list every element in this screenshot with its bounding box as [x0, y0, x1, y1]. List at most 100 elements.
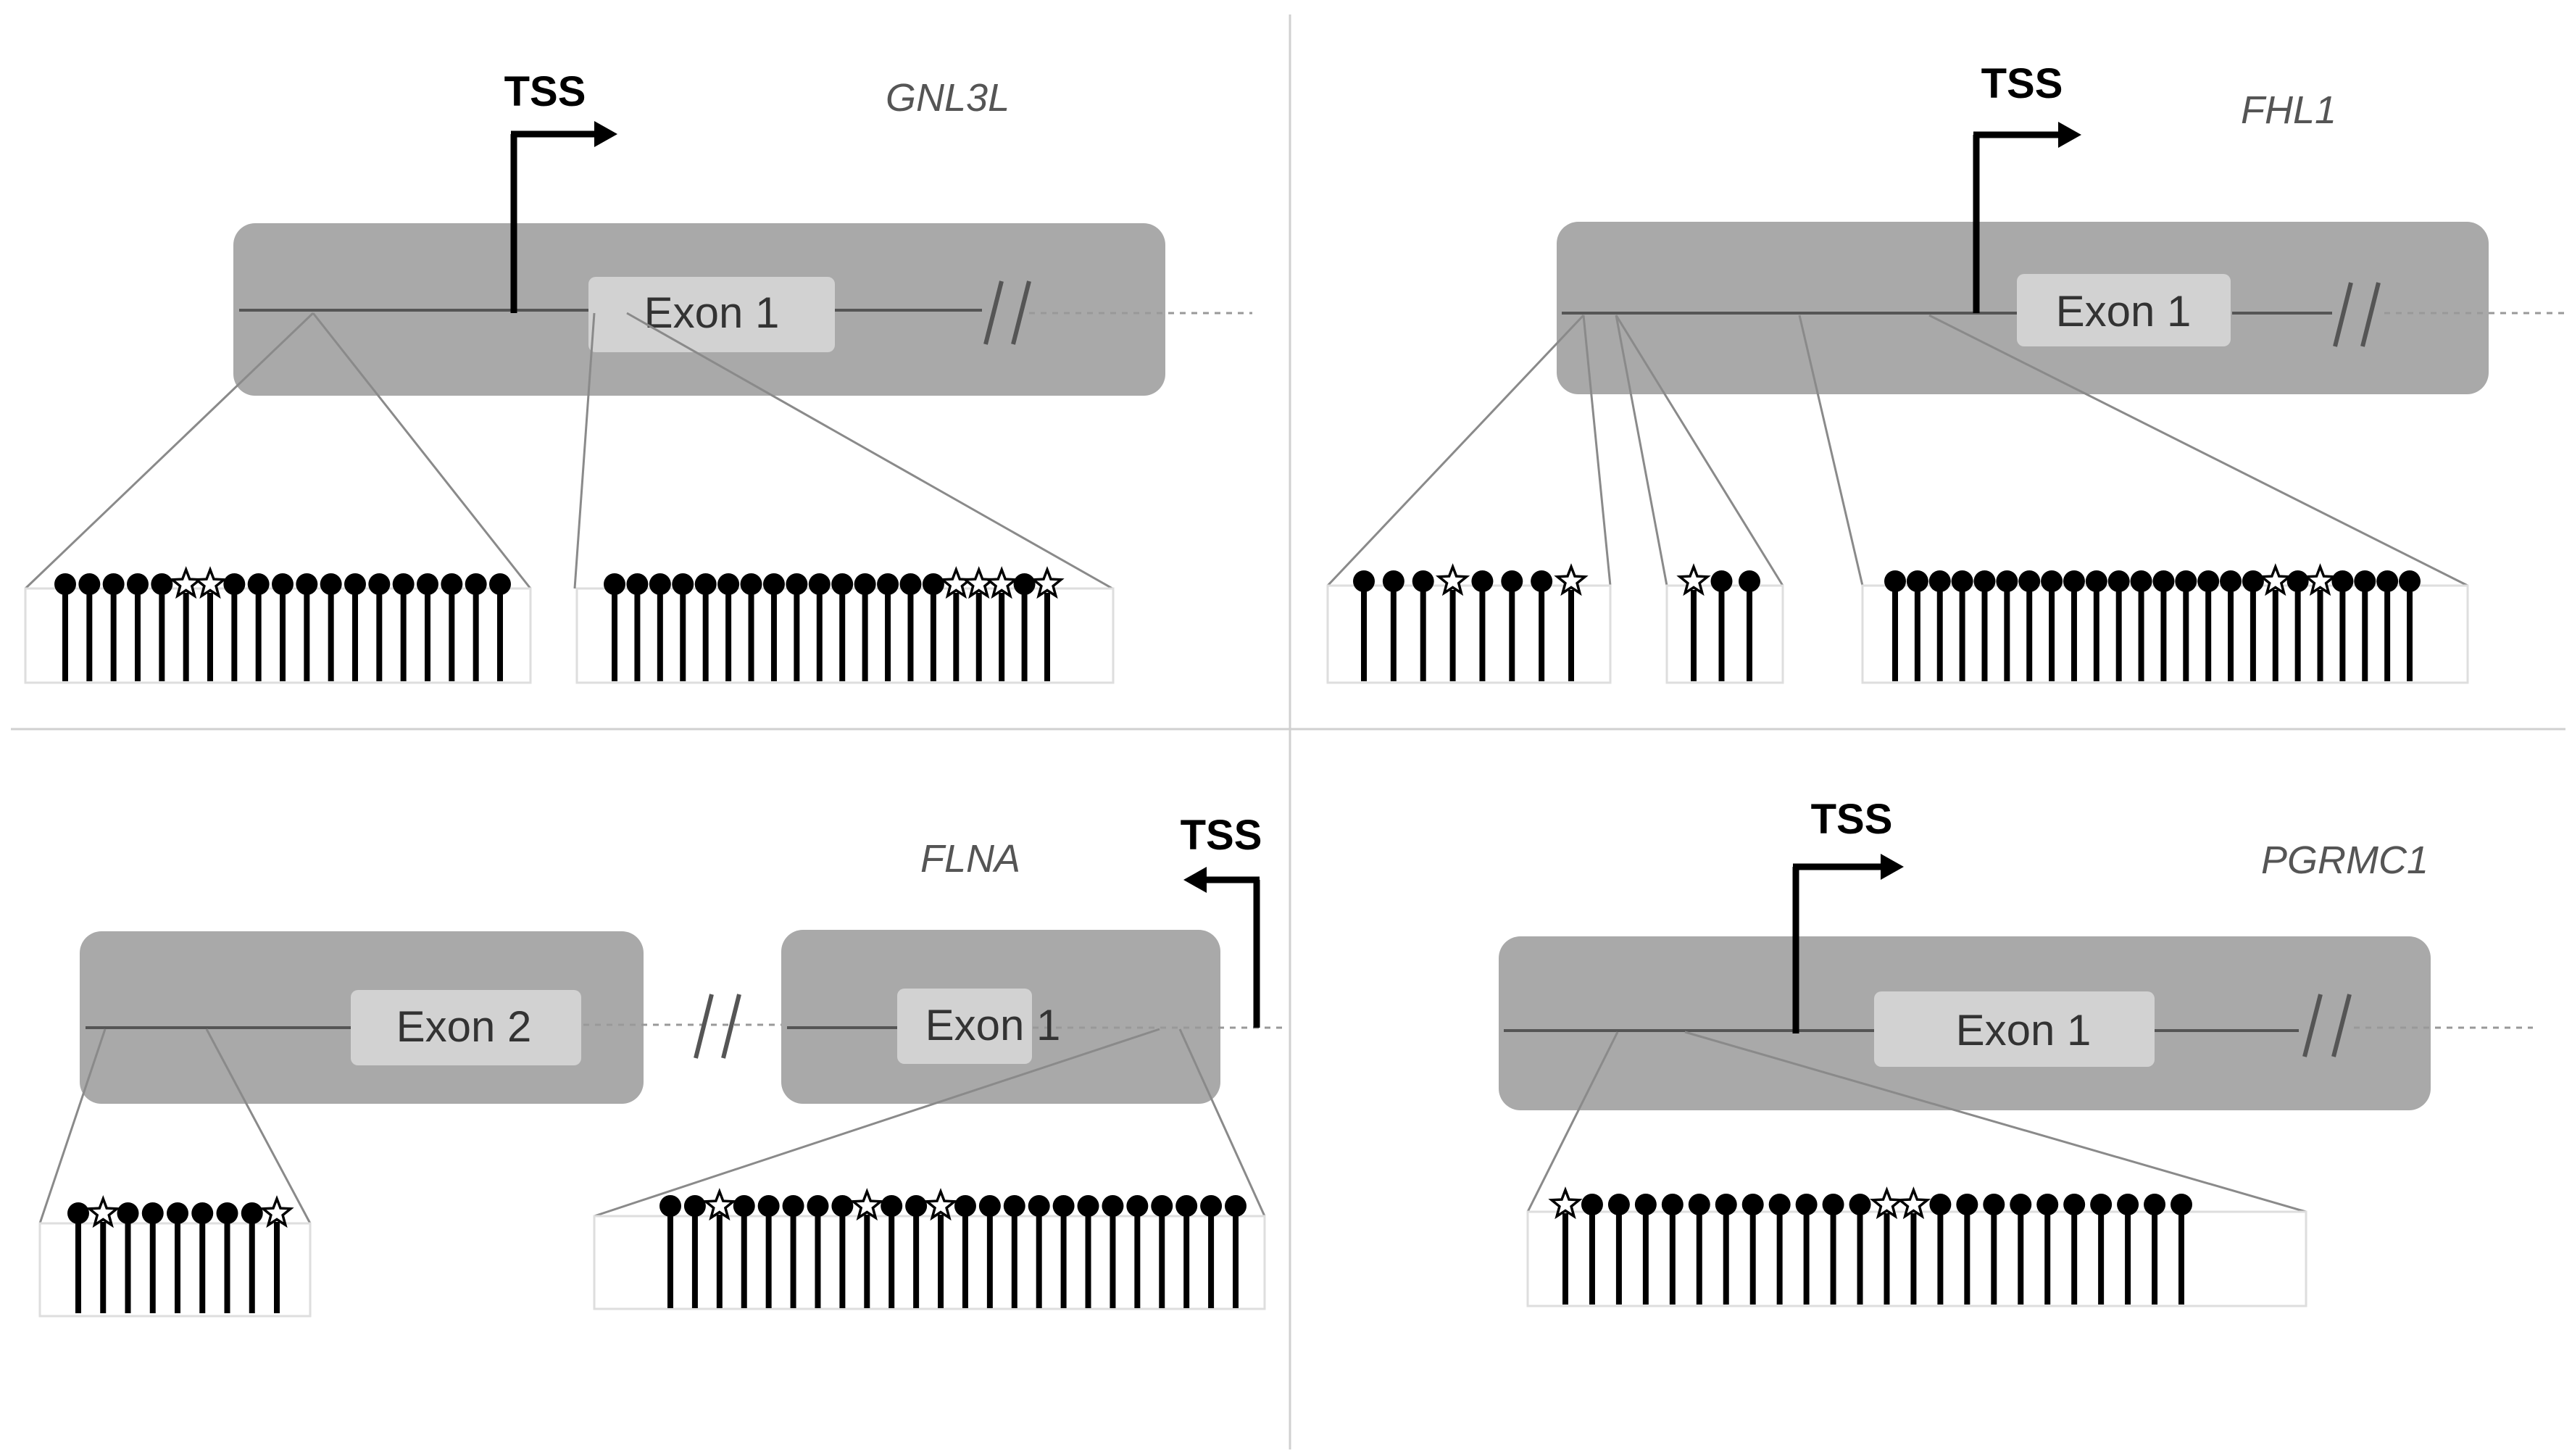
methylated-circle-icon	[1710, 570, 1733, 592]
methylated-circle-icon	[1688, 1194, 1710, 1215]
methylated-circle-icon	[1741, 1194, 1764, 1215]
methylated-circle-icon	[216, 1202, 238, 1224]
methylated-circle-icon	[683, 1195, 706, 1217]
methylated-circle-icon	[392, 573, 415, 595]
tss-arrowhead	[1881, 854, 1904, 880]
methylated-circle-icon	[2144, 1194, 2166, 1215]
methylated-circle-icon	[740, 573, 762, 595]
unmethylated-star-icon	[2258, 563, 2293, 596]
methylated-circle-icon	[626, 573, 649, 595]
methylated-circle-icon	[2063, 570, 2085, 592]
exon-box	[1874, 991, 2155, 1067]
methylated-circle-icon	[2152, 570, 2175, 592]
methylated-circle-icon	[1956, 1194, 1978, 1215]
tss-label: TSS	[1811, 796, 1893, 843]
unmethylated-star-icon	[962, 566, 996, 599]
methylated-circle-icon	[1928, 570, 1951, 592]
methylated-circle-icon	[1951, 570, 1973, 592]
methylated-circle-icon	[757, 1195, 780, 1217]
methylated-circle-icon	[659, 1195, 681, 1217]
methylated-circle-icon	[2175, 570, 2197, 592]
methylated-circle-icon	[1973, 570, 1996, 592]
methylated-circle-icon	[1929, 1194, 1952, 1215]
methylated-circle-icon	[1849, 1194, 1871, 1215]
methylated-circle-icon	[1531, 570, 1553, 592]
gene-label: FHL1	[2241, 88, 2336, 132]
methylated-circle-icon	[1715, 1194, 1737, 1215]
methylated-circle-icon	[899, 573, 922, 595]
tss-label: TSS	[504, 68, 586, 115]
methylated-circle-icon	[1175, 1195, 1198, 1217]
methylated-circle-icon	[1077, 1195, 1099, 1217]
unmethylated-star-icon	[984, 566, 1019, 599]
methylated-circle-icon	[1028, 1195, 1050, 1217]
panel-flna: FLNA Exon 2 Exon 1 TSS	[38, 812, 1286, 1318]
methylated-circle-icon	[2197, 570, 2220, 592]
cpg-group-3	[1861, 563, 2469, 684]
methylated-circle-icon	[78, 573, 101, 595]
methylated-circle-icon	[1634, 1194, 1657, 1215]
unmethylated-star-icon	[168, 566, 204, 599]
methylated-circle-icon	[1126, 1195, 1149, 1217]
break-marks	[2333, 282, 2381, 347]
unmethylated-star-icon	[923, 1188, 958, 1221]
methylated-circle-icon	[954, 1195, 976, 1217]
methylated-circle-icon	[2399, 570, 2421, 592]
methylated-circle-icon	[2063, 1194, 2086, 1215]
methylated-circle-icon	[2090, 1194, 2113, 1215]
methylated-circle-icon	[831, 573, 854, 595]
methylated-circle-icon	[1768, 1194, 1791, 1215]
methylated-circle-icon	[807, 1195, 829, 1217]
methylated-circle-icon	[127, 573, 149, 595]
gene-label: GNL3L	[886, 76, 1010, 120]
exon-box	[588, 277, 835, 352]
panel-pgrmc1: PGRMC1 Exon 1 TSS	[1499, 796, 2533, 1307]
methylated-circle-icon	[881, 1195, 903, 1217]
methylated-circle-icon	[141, 1202, 164, 1224]
zoom-lines	[24, 312, 1113, 590]
cpg-group-2	[575, 566, 1115, 684]
methylated-circle-icon	[2286, 570, 2309, 592]
methylated-circle-icon	[1353, 570, 1375, 592]
unmethylated-star-icon	[1030, 566, 1065, 599]
methylated-circle-icon	[1795, 1194, 1818, 1215]
methylated-circle-icon	[272, 573, 294, 595]
methylated-circle-icon	[2085, 570, 2107, 592]
methylated-circle-icon	[717, 573, 740, 595]
gene-label: FLNA	[920, 837, 1020, 881]
exon-box	[351, 990, 581, 1065]
exon-box	[897, 989, 1032, 1064]
exon-label: Exon 1	[2056, 287, 2192, 336]
methylated-circle-icon	[2036, 1194, 2059, 1215]
unmethylated-star-icon	[1676, 563, 1711, 596]
unmethylated-star-icon	[939, 566, 973, 599]
methylated-circle-icon	[2130, 570, 2152, 592]
unmethylated-star-icon	[1896, 1186, 1931, 1220]
unmethylated-star-icon	[702, 1188, 737, 1221]
methylated-circle-icon	[1102, 1195, 1124, 1217]
methylated-circle-icon	[1906, 570, 1928, 592]
methylated-circle-icon	[786, 573, 808, 595]
tss-arrowhead	[594, 121, 617, 147]
unmethylated-star-icon	[86, 1195, 120, 1228]
methylated-circle-icon	[1607, 1194, 1630, 1215]
methylated-circle-icon	[241, 1202, 263, 1224]
tss-arrow	[1792, 863, 1888, 1033]
methylated-circle-icon	[247, 573, 270, 595]
tss-label: TSS	[1981, 60, 2063, 107]
methylated-circle-icon	[1501, 570, 1523, 592]
unmethylated-star-icon	[1554, 563, 1589, 596]
methylated-circle-icon	[854, 573, 876, 595]
methylated-circle-icon	[877, 573, 899, 595]
methylated-circle-icon	[905, 1195, 928, 1217]
cpg-group-1	[24, 566, 532, 684]
methylated-circle-icon	[465, 573, 487, 595]
methylated-circle-icon	[604, 573, 625, 595]
methylated-circle-icon	[2354, 570, 2376, 592]
exon-label: Exon 1	[1956, 1006, 2092, 1054]
cpg-group-1	[38, 1195, 312, 1318]
methylated-circle-icon	[191, 1202, 214, 1224]
exon-box	[2017, 274, 2231, 346]
panel-fhl1: FHL1 Exon 1 TSS	[1326, 60, 2565, 684]
unmethylated-star-icon	[259, 1195, 294, 1228]
